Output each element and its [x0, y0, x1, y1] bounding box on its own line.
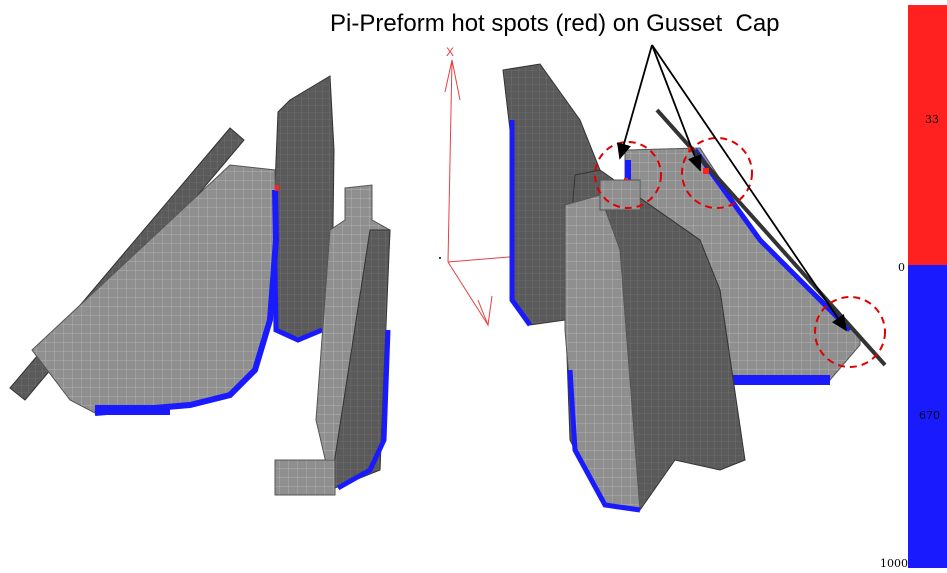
color-legend: 33 670 [908, 5, 947, 568]
legend-label-670: 670 [919, 409, 940, 422]
center-stiffener-part[interactable] [274, 184, 391, 496]
annotation-title: Pi-Preform hot spots (red) on Gusset Cap [330, 10, 780, 37]
right-gusset-part[interactable] [502, 63, 887, 513]
hotspot-circle-2 [681, 137, 753, 209]
x-axis-label: X [446, 45, 454, 59]
legend-hot-band [908, 5, 947, 265]
legend-label-1000: 1000 [880, 557, 908, 570]
hotspot-circle-3 [814, 296, 886, 368]
left-gusset-part[interactable] [9, 75, 335, 416]
legend-label-0: 0 [898, 261, 905, 274]
legend-label-33: 33 [925, 113, 939, 126]
hotspot-annotations [594, 44, 886, 368]
hotspot-circle-1 [594, 141, 662, 209]
legend-cold-band [908, 265, 947, 568]
